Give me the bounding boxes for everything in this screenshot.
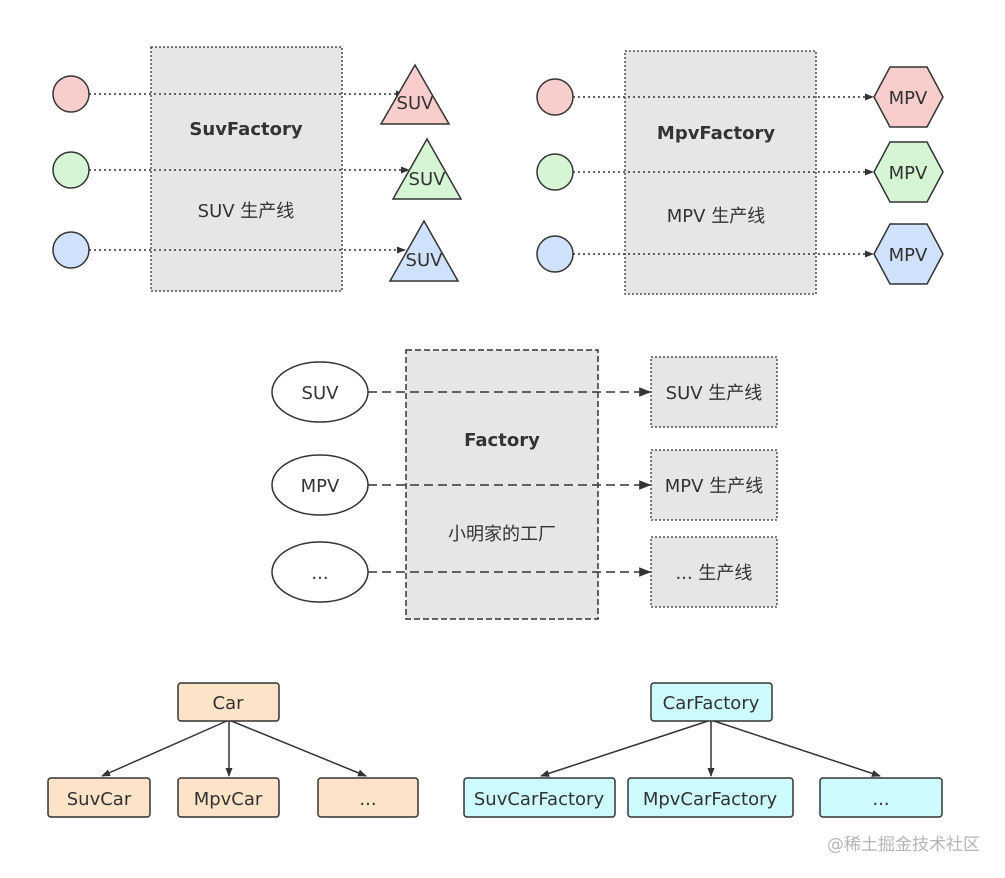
suv-input-circle-blue bbox=[52, 231, 90, 269]
watermark-text: @稀土掘金技术社区 bbox=[827, 835, 980, 855]
car-factory-child-label-3: ... bbox=[872, 789, 889, 810]
factory-tree-edge-3 bbox=[710, 719, 881, 777]
factory-tree-edge-1 bbox=[540, 719, 712, 777]
car-factory-root-label: CarFactory bbox=[663, 693, 760, 714]
car-factory-child-box-1 bbox=[463, 777, 616, 818]
factory-output-label-1: SUV 生产线 bbox=[666, 383, 763, 404]
simple-factory-panel: Factory 小明家的工厂 SUV MPV ... SUV 生产线 MPV 生… bbox=[271, 349, 778, 620]
mpv-product-hexagon-green bbox=[873, 141, 944, 203]
car-factory-child-box-2 bbox=[627, 777, 794, 818]
factory-output-label-3: ... 生产线 bbox=[676, 563, 753, 584]
suv-factory-panel: SuvFactory SUV 生产线 SUV SUV SUV bbox=[52, 46, 463, 292]
car-child-label-3: ... bbox=[359, 789, 376, 810]
suv-product-label-2: SUV bbox=[409, 169, 447, 190]
suv-input-circle-green bbox=[52, 151, 90, 189]
suv-product-triangle-green bbox=[391, 137, 463, 200]
factory-title: Factory bbox=[464, 430, 540, 451]
factory-output-box-3 bbox=[650, 536, 778, 608]
mpv-factory-panel: MpvFactory MPV 生产线 MPV MPV MPV bbox=[536, 50, 944, 295]
mpv-input-circle-blue bbox=[536, 235, 574, 273]
mpv-product-label-1: MPV bbox=[889, 88, 928, 109]
car-factory-child-box-3 bbox=[819, 777, 943, 818]
car-factory-root-box bbox=[650, 682, 773, 722]
car-child-box-2 bbox=[177, 777, 280, 818]
suv-factory-title: SuvFactory bbox=[189, 119, 302, 140]
mpv-input-circle-green bbox=[536, 153, 574, 191]
car-edge-3 bbox=[228, 719, 367, 777]
mpv-product-label-2: MPV bbox=[889, 163, 928, 184]
mpv-product-label-3: MPV bbox=[889, 245, 928, 266]
car-factory-child-label-2: MpvCarFactory bbox=[643, 789, 778, 810]
factory-input-label-3: ... bbox=[311, 563, 328, 584]
suv-product-label-3: SUV bbox=[406, 250, 444, 271]
suv-product-label-1: SUV bbox=[397, 93, 435, 114]
factory-input-label-1: SUV bbox=[302, 383, 340, 404]
car-hierarchy: Car SuvCar MpvCar ... bbox=[47, 682, 419, 818]
suv-factory-box bbox=[150, 46, 343, 292]
car-root-box bbox=[177, 682, 280, 722]
mpv-product-hexagon-blue bbox=[873, 223, 944, 285]
suv-factory-subtitle: SUV 生产线 bbox=[198, 201, 295, 222]
car-factory-hierarchy: CarFactory SuvCarFactory MpvCarFactory .… bbox=[463, 682, 943, 818]
suv-input-circle-pink bbox=[52, 75, 90, 113]
factory-output-box-1 bbox=[650, 356, 778, 428]
mpv-input-circle-pink bbox=[536, 78, 574, 116]
mpv-factory-subtitle: MPV 生产线 bbox=[667, 206, 765, 227]
car-edge-1 bbox=[101, 719, 230, 777]
car-child-label-2: MpvCar bbox=[194, 789, 263, 810]
mpv-factory-title: MpvFactory bbox=[657, 123, 775, 144]
car-root-label: Car bbox=[213, 693, 245, 714]
factory-subtitle: 小明家的工厂 bbox=[448, 524, 556, 545]
factory-output-label-2: MPV 生产线 bbox=[665, 476, 763, 497]
suv-product-triangle-pink bbox=[379, 63, 451, 125]
car-child-box-3 bbox=[317, 777, 419, 818]
mpv-product-hexagon-pink bbox=[873, 66, 944, 128]
suv-product-triangle-blue bbox=[388, 219, 460, 282]
factory-input-label-2: MPV bbox=[301, 476, 340, 497]
car-child-box-1 bbox=[47, 777, 151, 818]
car-factory-child-label-1: SuvCarFactory bbox=[474, 789, 605, 810]
car-child-label-1: SuvCar bbox=[67, 789, 132, 810]
factory-output-box-2 bbox=[650, 449, 778, 521]
